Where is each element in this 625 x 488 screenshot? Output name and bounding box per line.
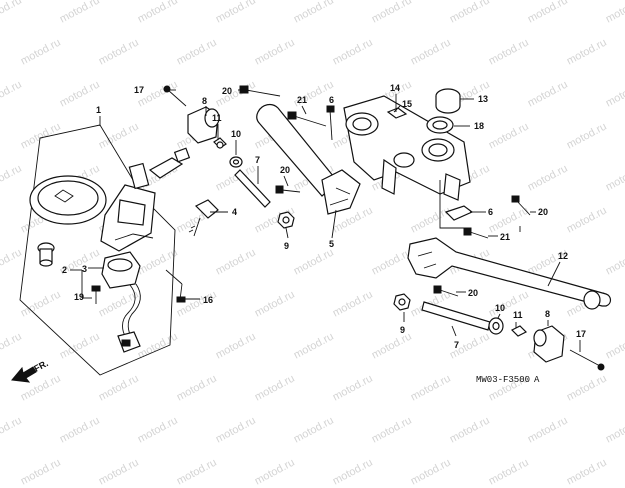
bolt-20-left: [239, 85, 281, 97]
callout-6-left: 6: [329, 95, 334, 105]
front-direction-indicator: FR.: [11, 358, 50, 383]
bolt-21-right: [463, 227, 489, 239]
callout-21-right: 21: [500, 232, 510, 242]
callout-11-right: 11: [513, 310, 523, 320]
bolt-16: [176, 283, 186, 303]
parts-diagram: 1 2 3 19 17 8 11 10 7 4 9 20 20 21 6 5 1…: [11, 83, 612, 385]
callout-16: 16: [203, 295, 213, 305]
ignition-switch-body: [100, 147, 191, 252]
screw-19: [91, 285, 101, 304]
key-4: [188, 199, 219, 237]
callout-15: 15: [402, 99, 412, 109]
callout-20-c: 20: [538, 207, 548, 217]
bolt-21-left: [287, 111, 327, 127]
callout-6-right: 6: [488, 207, 493, 217]
lock-cover-disc: [29, 175, 107, 225]
bolt-20-mid: [275, 185, 301, 194]
callout-19: 19: [74, 292, 84, 302]
right-nut-9: [393, 293, 411, 311]
callout-17-left: 17: [134, 85, 144, 95]
right-bar-end-weight-8: [533, 325, 565, 363]
callout-labels: 1 2 3 19 17 8 11 10 7 4 9 20 20 21 6 5 1…: [62, 83, 586, 350]
callout-1: 1: [96, 105, 101, 115]
callout-20-a: 20: [222, 86, 232, 96]
callout-11-left: 11: [212, 113, 222, 123]
callout-4: 4: [232, 207, 237, 217]
part-code-block: MW03-F3500 A: [476, 375, 540, 385]
callout-12: 12: [558, 251, 568, 261]
right-handlebar-12: [407, 237, 612, 310]
callout-20-b: 20: [280, 165, 290, 175]
wire-harness: [117, 283, 141, 353]
washer-18: [426, 116, 454, 134]
bolt-6-left: [326, 105, 335, 141]
left-nut-9: [277, 211, 295, 229]
right-bar-end-bolt-17: [569, 349, 605, 371]
part-code: MW03-F3500: [476, 375, 530, 385]
right-inner-rod-7: [421, 301, 491, 331]
callout-10-right: 10: [495, 303, 505, 313]
left-handlebar-5: [256, 103, 361, 215]
callout-8-right: 8: [545, 309, 550, 319]
bolt-20-right-lower: [433, 285, 459, 297]
cap-13: [435, 88, 461, 114]
callout-14: 14: [390, 83, 400, 93]
top-bridge-14: [343, 95, 471, 201]
left-inner-rod-7: [234, 169, 271, 208]
ignition-switch-group: [19, 124, 191, 376]
callout-5: 5: [329, 239, 334, 249]
callout-13: 13: [478, 94, 488, 104]
clamp-6-right: [444, 205, 474, 221]
leader-lines: [70, 89, 581, 352]
left-bar-end-weight-8: [187, 106, 220, 144]
front-arrow-icon: [11, 366, 37, 383]
callout-8-left: 8: [202, 96, 207, 106]
right-collar-11: [510, 325, 528, 337]
right-bushing-10: [488, 317, 504, 335]
callout-9-right: 9: [400, 325, 405, 335]
callout-3: 3: [82, 264, 87, 274]
callout-7-left: 7: [255, 155, 260, 165]
callout-20-d: 20: [468, 288, 478, 298]
part-code-suffix: A: [534, 375, 540, 385]
bolt-20-right-upper: [511, 195, 531, 216]
left-bushing-10: [229, 156, 243, 168]
callout-17-right: 17: [576, 329, 586, 339]
callout-18: 18: [474, 121, 484, 131]
callout-7-right: 7: [454, 340, 459, 350]
callout-2: 2: [62, 265, 67, 275]
switch-contact-base: [101, 251, 141, 289]
callout-21-left: 21: [297, 95, 307, 105]
front-label: FR.: [32, 358, 49, 374]
nut-15: [386, 107, 408, 119]
callout-9-left: 9: [284, 241, 289, 251]
left-collar-11: [213, 137, 227, 149]
callout-10-left: 10: [231, 129, 241, 139]
left-bar-end-bolt-17: [163, 85, 187, 107]
grommet: [37, 242, 55, 267]
